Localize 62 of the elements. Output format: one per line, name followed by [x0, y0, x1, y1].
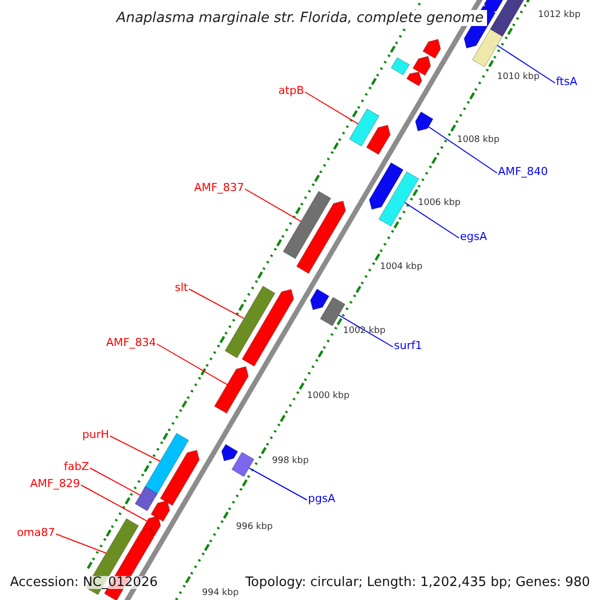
gene-pentagon	[406, 72, 422, 86]
gene-label: surf1	[394, 340, 422, 350]
scale-label: 1000 kbp	[307, 392, 350, 400]
gene-bar	[348, 108, 380, 147]
gene-pentagon	[160, 450, 200, 506]
gene-label: AMF_837	[194, 182, 244, 192]
gene-label: egsA	[460, 230, 488, 242]
leader-line	[90, 468, 141, 496]
gene-label: purH	[82, 428, 109, 440]
gene-pentagon	[368, 162, 404, 210]
gene-pentagon	[221, 444, 238, 462]
scale-label: 998 kbp	[272, 456, 309, 466]
scale-label: 994 kbp	[202, 588, 239, 598]
gene-bar	[231, 452, 254, 478]
gene-pentagon	[150, 500, 170, 522]
gene-label: atpB	[278, 84, 304, 96]
scale-label: 1004 kbp	[380, 262, 422, 272]
gene-pentagon	[484, 0, 504, 14]
gene-label: AMF_829	[30, 478, 80, 488]
leader-line	[304, 92, 359, 124]
gene-pentagon	[242, 288, 294, 367]
scale-label: 996 kbp	[236, 522, 273, 532]
leader-line	[496, 44, 556, 84]
gene-label: pgsA	[308, 492, 336, 504]
scale-label: 1012 kbp	[538, 10, 580, 20]
info-text: Topology: circular; Length: 1,202,435 bp; Genes: 980	[245, 576, 590, 588]
gene-label: fabZ	[64, 460, 89, 472]
leader-line	[156, 344, 228, 386]
gene-bar	[378, 171, 420, 227]
gene-pentagon	[422, 38, 441, 59]
gene-pentagon	[415, 111, 434, 132]
leader-line	[248, 467, 308, 500]
scale-label: 1008 kbp	[457, 136, 500, 144]
info-text: Accession: NC_012026	[10, 576, 158, 588]
leader-line	[404, 202, 460, 238]
gene-bar	[134, 486, 158, 512]
leader-line	[110, 436, 161, 462]
leader-line	[188, 288, 244, 319]
gene-bar	[390, 57, 410, 76]
gene-label: AMF_834	[106, 336, 156, 348]
title: Anaplasma marginale str. Florida, complete genome	[113, 10, 487, 26]
gene-pentagon	[214, 366, 249, 414]
gene-bar	[320, 296, 346, 326]
gene-bar	[224, 286, 276, 358]
leader-line	[80, 484, 148, 522]
gene-label: AMF_840	[498, 166, 548, 176]
scale-label: 1002 kbp	[343, 326, 386, 336]
gene-pentagon	[296, 200, 346, 274]
gene-label: slt	[174, 282, 188, 292]
gene-pentagon	[412, 56, 431, 76]
gene-label: oma87	[16, 526, 55, 538]
gene-pentagon	[366, 124, 391, 155]
leader-line	[338, 314, 394, 348]
gene-label: ftsA	[556, 76, 578, 86]
scale-label: 1010 kbp	[497, 72, 540, 82]
leader-line	[428, 126, 498, 174]
gene-bar	[282, 190, 332, 260]
gene-pentagon	[310, 288, 330, 310]
scale-label: 1006 kbp	[418, 198, 460, 208]
gene-bar	[143, 432, 190, 497]
leader-line	[244, 188, 302, 222]
leader-line	[56, 534, 107, 554]
